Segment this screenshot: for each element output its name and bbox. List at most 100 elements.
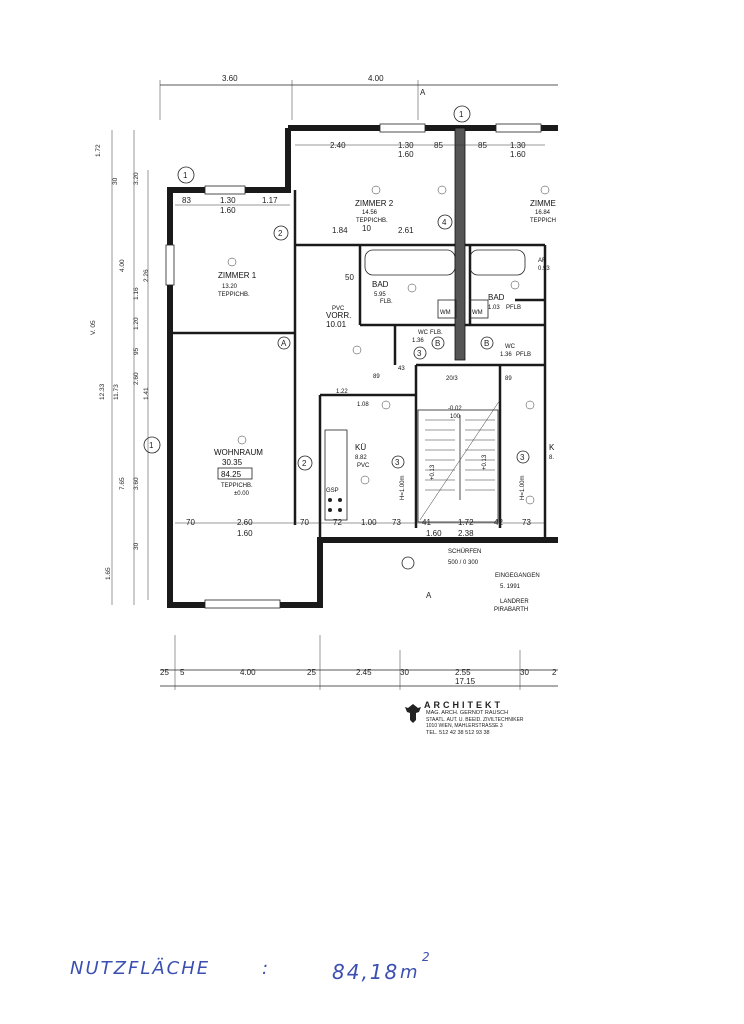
z2-area: 14.56 — [362, 210, 378, 216]
zimmer1-dims: 83 1.30 1.17 1.60 — [175, 196, 290, 215]
top-row-3: 85 — [434, 141, 443, 150]
bd-4: 25 — [307, 668, 316, 677]
k-right-area: 8. — [549, 455, 554, 461]
wr-floor: TEPPICHB. — [221, 483, 253, 489]
lv-7: 1.20 — [133, 317, 140, 330]
bd-3: 4.00 — [240, 668, 256, 677]
z3-area: 16.84 — [535, 210, 551, 216]
top-row-2: 1.30 — [398, 141, 414, 150]
mark-a: A — [281, 339, 287, 348]
stair-d7: 1.08 — [357, 402, 369, 408]
bd-total: 17.15 — [455, 677, 476, 686]
lv-8: 95 — [133, 347, 140, 355]
z1-top-2: 1.30 — [220, 196, 236, 205]
inner-dim-3: 2.61 — [398, 226, 414, 235]
left-vertical-dims: 1.72 30 3.20 4.00 2.26 1.16 1.20 95 2.60… — [90, 130, 150, 605]
vorr-area: 10.01 — [326, 320, 347, 329]
br2-1: 1.60 — [237, 529, 253, 538]
br2-2: 1.60 — [426, 529, 442, 538]
z1-top-3: 1.17 — [262, 196, 278, 205]
wc1-floor: FLB. — [430, 330, 443, 336]
mark-b2: B — [484, 339, 489, 348]
lvb-3: 11.73 — [113, 384, 120, 400]
br-2: 2.60 — [237, 518, 253, 527]
bd-9: 2 — [552, 668, 557, 677]
stair-d2: 89 — [373, 374, 380, 380]
room-wc2: WC 1.36 PFLB — [500, 344, 531, 358]
lv-13: 1.65 — [105, 567, 112, 580]
wr-name: WOHNRAUM — [214, 448, 263, 457]
section-mark-top: A — [420, 88, 426, 97]
z3-floor: TEPPICH — [530, 218, 556, 224]
stamp-title: ARCHITEKT — [424, 700, 503, 710]
wc1-name: WC — [418, 330, 429, 336]
bd-8: 30 — [520, 668, 529, 677]
lv-12: 3.60 — [133, 477, 140, 490]
wr-volume: 84.25 — [221, 470, 242, 479]
mark-3b: 3 — [395, 458, 400, 467]
hw-colon: : — [262, 958, 271, 979]
stair-d6: 89 — [505, 376, 512, 382]
room-wc1: WC FLB. 1.36 — [412, 330, 443, 344]
br-9: 42 — [494, 518, 503, 527]
bottom-dimension-chain: 25 5 4.00 25 2.45 30 2.55 30 2 17.15 — [160, 635, 558, 690]
bd-1: 25 — [160, 668, 169, 677]
hw-value: 84,18 — [332, 960, 400, 984]
top-row-1: 2.40 — [330, 141, 346, 150]
inner-dim-4: 50 — [345, 273, 354, 282]
shaft — [454, 127, 466, 361]
windows — [165, 123, 542, 609]
kue-floor: PVC — [357, 463, 370, 469]
stamp-line2: 1010 WIEN, MAHLERSTRASSE 3 — [426, 723, 503, 729]
top-dimension-line: 3.60 4.00 A A — [159, 74, 558, 600]
kitchen-gsp: GSP — [326, 488, 339, 494]
wc2-floor: PFLB — [516, 352, 531, 358]
top-row-dims: 2.40 1.30 85 85 1.30 1.60 1.60 — [295, 141, 545, 159]
lv-2: 30 — [112, 177, 119, 185]
room-kueche: KÜ 8.82 PVC — [355, 443, 370, 469]
stair-h1: H=1.00m — [400, 475, 406, 500]
br-4: 72 — [333, 518, 342, 527]
hw-sup: 2 — [422, 950, 432, 964]
stamp-name: MAG. ARCH. GERNOT RAUSCH — [426, 710, 509, 716]
br-5: 1.00 — [361, 518, 377, 527]
entr-line1: SCHÜRFEN — [448, 548, 481, 555]
lv-5: 2.26 — [143, 269, 150, 282]
lv-6: 1.16 — [133, 287, 140, 300]
lv-4: 4.00 — [119, 259, 126, 272]
entr-date: 5. 1991 — [500, 584, 521, 590]
section-mark-bottom: A — [426, 591, 432, 600]
k-right-name: K — [549, 443, 555, 452]
br-8: 1.72 — [458, 518, 474, 527]
bad2-floor: PFLB — [506, 305, 521, 311]
wr-level: ±0.00 — [234, 491, 250, 497]
z1-top-1: 83 — [182, 196, 191, 205]
stamp-line1: STAATL. AUT. U. BEEID. ZIVILTECHNIKER — [426, 717, 524, 723]
eagle-seal-icon — [405, 704, 421, 723]
kue-name: KÜ — [355, 443, 366, 452]
wm-label-2: WM — [472, 310, 483, 316]
bd-2: 5 — [180, 668, 185, 677]
mark-3a: 3 — [417, 349, 422, 358]
stairwell — [417, 399, 501, 523]
handwritten-note: NUTZFLÄCHE : 84,18 m 2 — [70, 950, 470, 992]
z1-top2: 1.60 — [220, 206, 236, 215]
entr-name2: PIRABARTH — [494, 607, 528, 613]
room-zimmer1: ZIMMER 1 13.20 TEPPICHB. — [218, 271, 257, 298]
lvb-1: V. 05 — [90, 320, 97, 335]
wc2-name: WC — [505, 344, 516, 350]
br-10: 73 — [522, 518, 531, 527]
axis-left-label: 1 — [149, 441, 154, 450]
lv-9: 2.60 — [133, 372, 140, 385]
room-k-right: K 8. — [549, 443, 555, 461]
inner-dim-1: 1.84 — [332, 226, 348, 235]
ar-area: 0.93 — [538, 266, 550, 272]
stair-h2: H=1.00m — [520, 475, 526, 500]
inner-dim-2: 10 — [362, 224, 371, 233]
room-wohnraum: WOHNRAUM 30.35 84.25 TEPPICHB. ±0.00 — [214, 448, 263, 497]
bad1-name: BAD — [372, 280, 389, 289]
stair-dims: 1.22 89 43 20/3 -0.02 100 89 1.08 H=1.00… — [336, 366, 526, 500]
z1-name: ZIMMER 1 — [218, 271, 257, 280]
bad1-area: 5.95 — [374, 292, 386, 298]
